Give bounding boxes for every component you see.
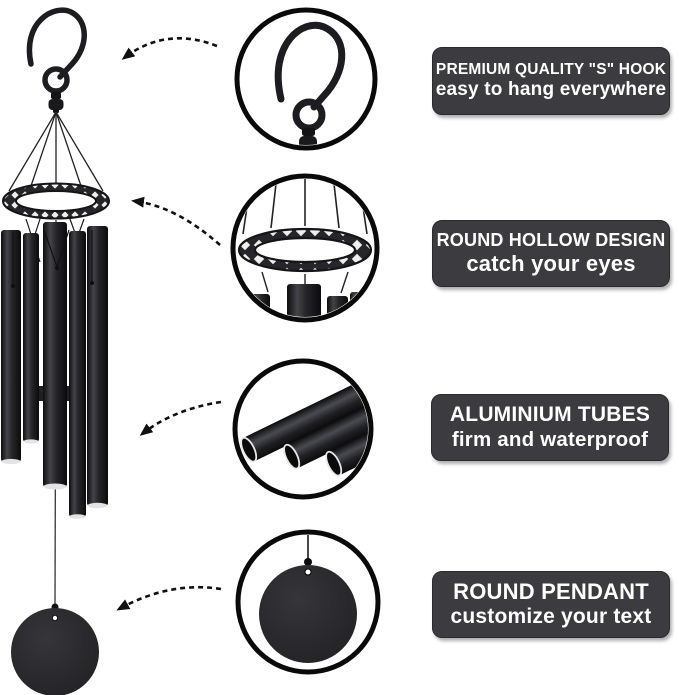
feature-label-aluminium-tubes: ALUMINIUM TUBES firm and waterproof (431, 394, 669, 461)
arrow-to-pendant (116, 585, 222, 611)
feature-label-s-hook: PREMIUM QUALITY "S" HOOK easy to hang ev… (432, 47, 670, 115)
aluminium-tubes (1, 222, 108, 519)
feature-title: ROUND PENDANT (453, 579, 649, 605)
feature-title: ROUND HOLLOW DESIGN (436, 229, 666, 250)
tube-strings-front (12, 229, 93, 284)
feature-subtitle: catch your eyes (466, 251, 636, 277)
round-pendant (11, 603, 99, 695)
feature-subtitle: firm and waterproof (451, 427, 649, 451)
hollow-crown-detail-circle (230, 173, 380, 323)
feature-subtitle: customize your text (450, 605, 652, 629)
hollow-crown (1, 182, 111, 220)
hanging-strings (8, 111, 104, 192)
feature-title: ALUMINIUM TUBES (449, 403, 651, 427)
product-photo (1, 7, 111, 695)
feature-title: PREMIUM QUALITY "S" HOOK (435, 60, 667, 78)
swivel-connector (48, 92, 64, 113)
arrow-to-hook (121, 37, 218, 60)
s-hook (26, 7, 87, 94)
arrow-to-tubes (139, 400, 222, 436)
round-pendant-detail-circle (235, 529, 381, 675)
s-hook-detail-circle (234, 7, 378, 151)
aluminium-tubes-detail-circle (232, 358, 374, 500)
feature-label-round-pendant: ROUND PENDANT customize your text (432, 571, 670, 638)
feature-subtitle: easy to hang everywhere (435, 78, 667, 100)
arrow-to-crown (131, 196, 221, 246)
string-knots (11, 266, 94, 288)
feature-label-hollow-design: ROUND HOLLOW DESIGN catch your eyes (432, 220, 670, 287)
